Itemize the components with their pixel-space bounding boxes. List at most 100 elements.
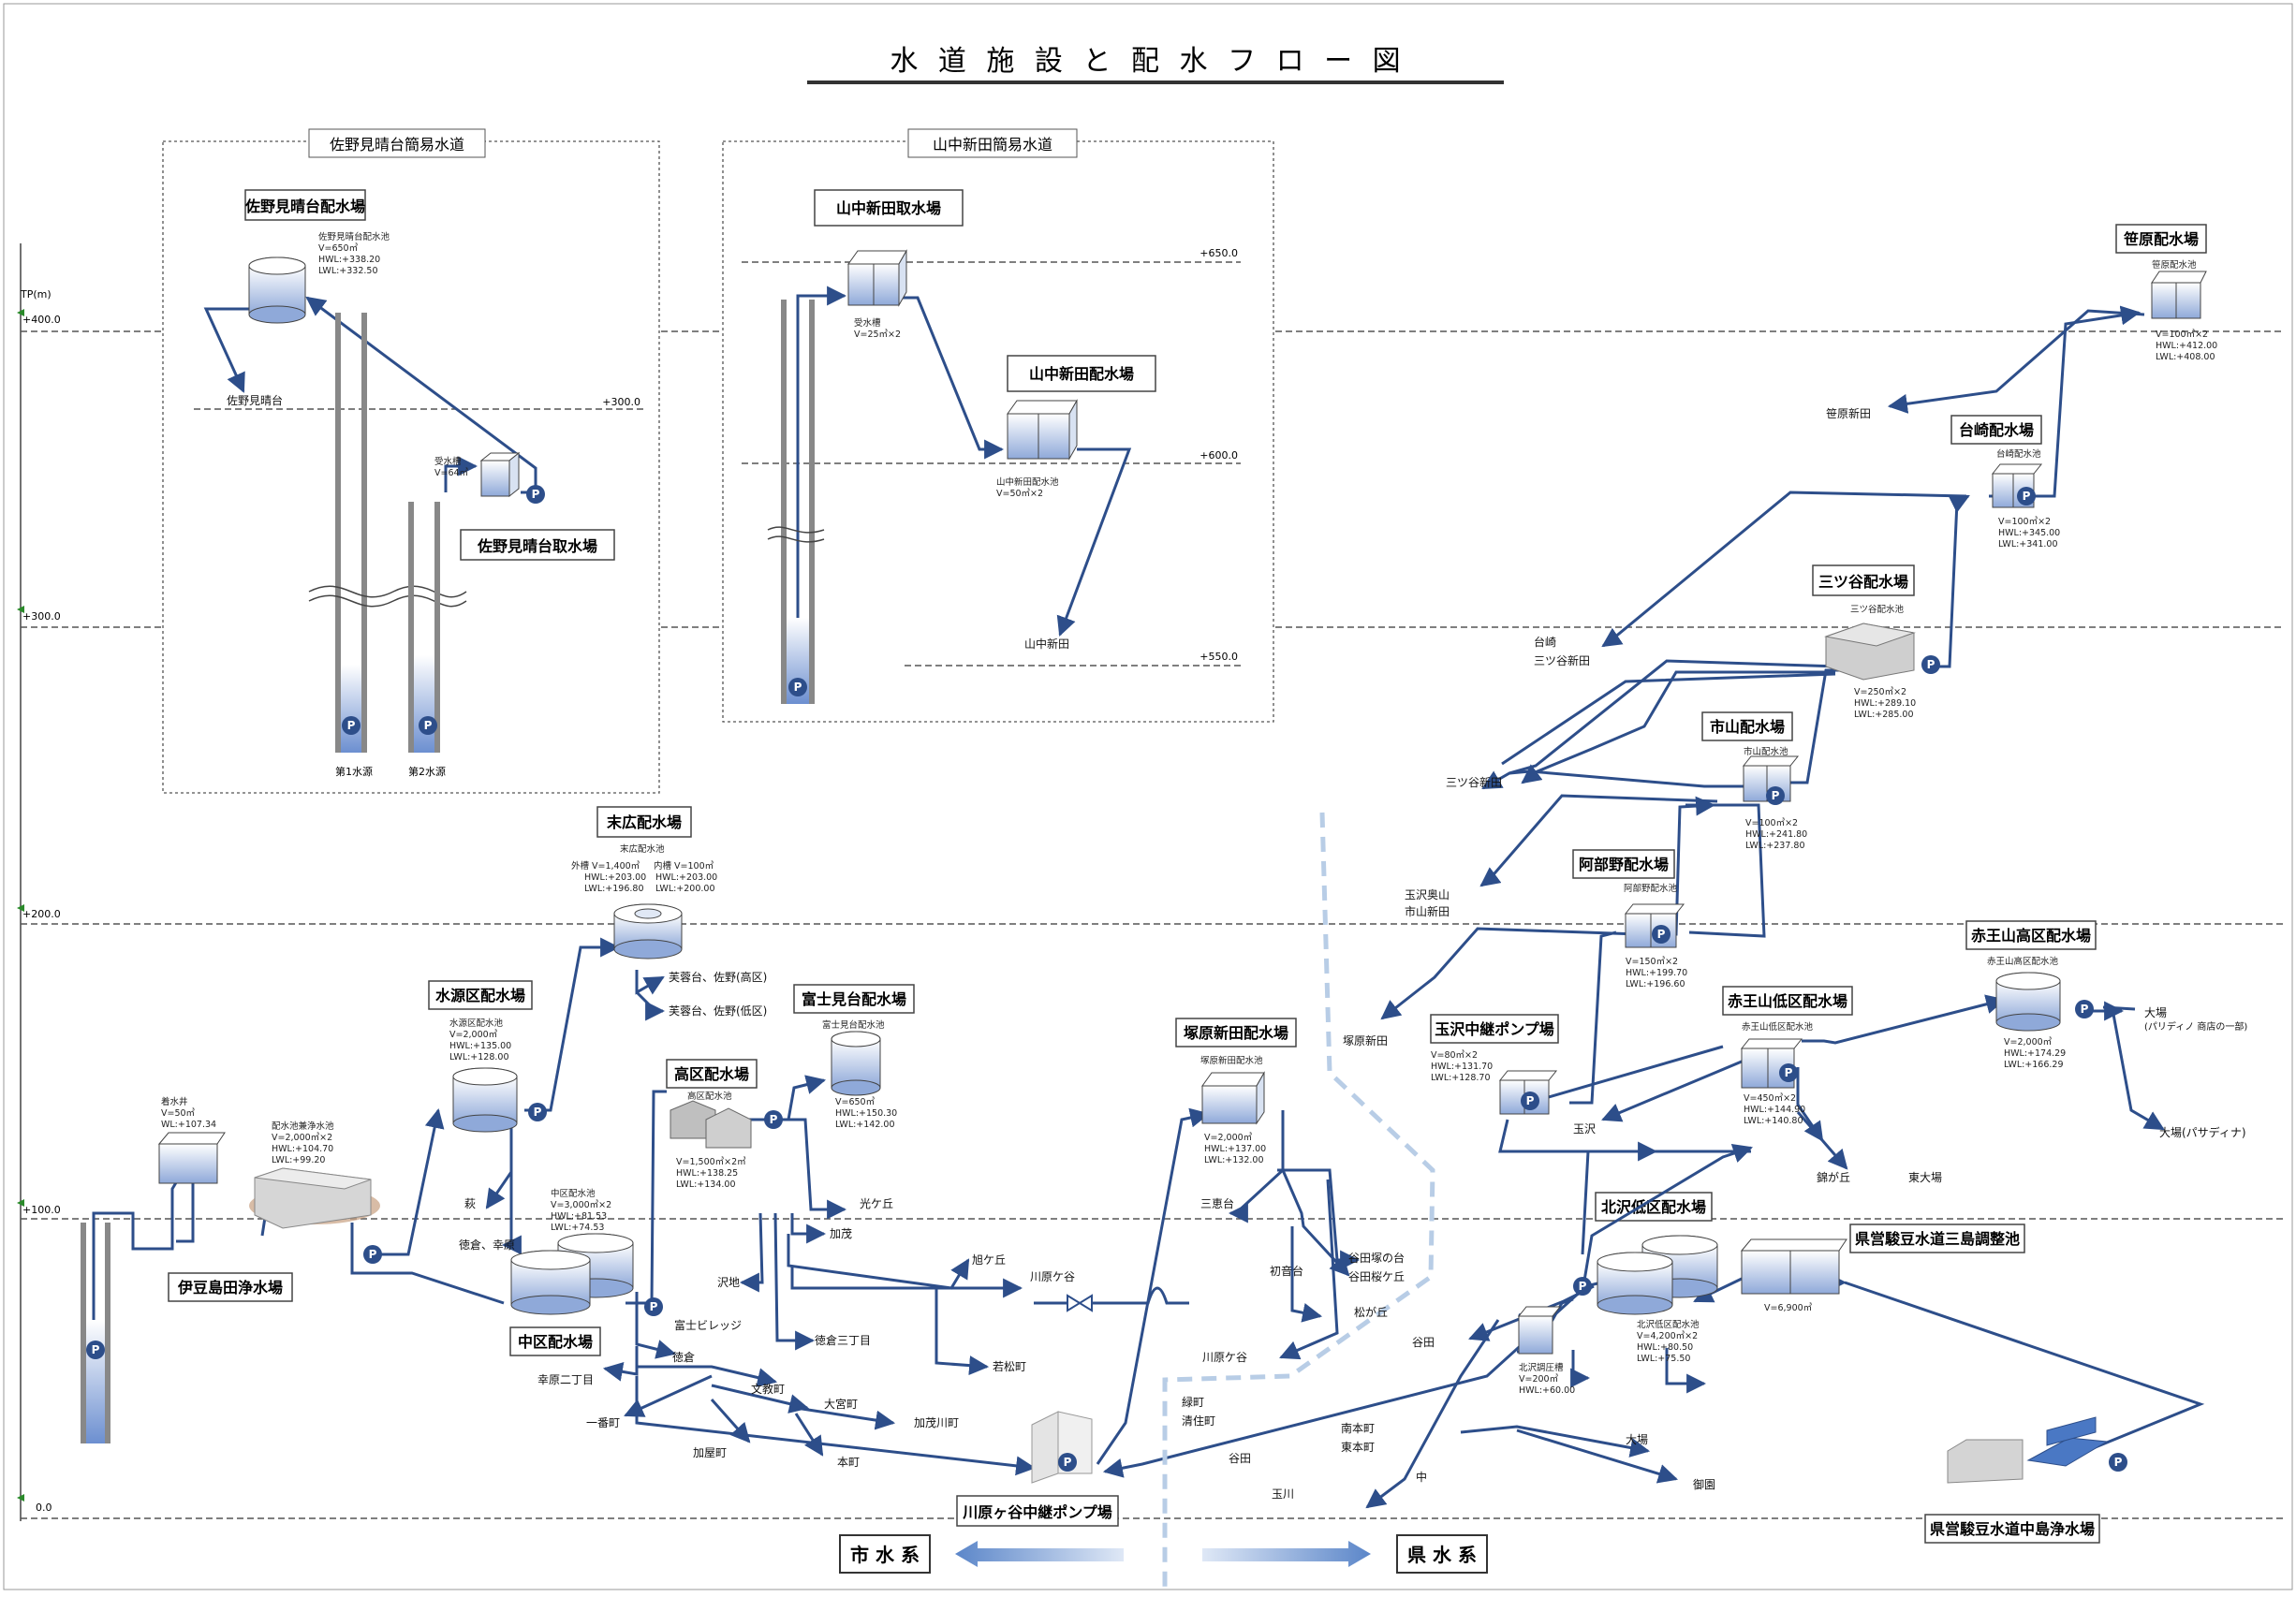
level-sano-300: +300.0 xyxy=(602,396,640,408)
svg-text:V=2,000㎥: V=2,000㎥ xyxy=(2004,1036,2053,1048)
label-chuku: 中区配水場 xyxy=(518,1333,593,1351)
label-daisaki: 台崎配水場 xyxy=(1959,421,2034,439)
svg-text:V=100㎥×2: V=100㎥×2 xyxy=(1998,516,2051,527)
svg-text:文教町: 文教町 xyxy=(751,1382,785,1396)
svg-text:HWL:+80.50: HWL:+80.50 xyxy=(1637,1342,1693,1353)
svg-text:LWL:+134.00: LWL:+134.00 xyxy=(676,1179,736,1190)
label-ichiyama: 市山配水場 xyxy=(1710,718,1785,736)
svg-text:HWL:+81.53: HWL:+81.53 xyxy=(551,1211,607,1222)
svg-text:V=64㎥: V=64㎥ xyxy=(434,467,469,478)
pump-mitsuya: P xyxy=(1921,655,1940,674)
svg-text:幸原二丁目: 幸原二丁目 xyxy=(537,1373,594,1386)
svg-text:末広配水池: 末広配水池 xyxy=(620,843,665,855)
svg-text:V=250㎥×2: V=250㎥×2 xyxy=(1854,686,1906,697)
svg-text:P: P xyxy=(2081,1003,2089,1016)
svg-text:V=450㎥×2: V=450㎥×2 xyxy=(1744,1092,1796,1104)
svg-text:山中新田配水池: 山中新田配水池 xyxy=(996,476,1059,488)
svg-text:錦が丘: 錦が丘 xyxy=(1817,1170,1850,1184)
pipes xyxy=(92,286,2205,1509)
svg-text:一番町: 一番町 xyxy=(586,1416,620,1429)
svg-text:LWL:+140.80: LWL:+140.80 xyxy=(1744,1116,1803,1126)
place-labels: 佐野見晴台 山中新田 芙蓉台、佐野(高区) 芙蓉台、佐野(低区) 萩 徳倉、幸原… xyxy=(227,393,2247,1501)
svg-text:V=100㎥×2: V=100㎥×2 xyxy=(2156,329,2208,340)
label-yamanaka-haisui: 山中新田配水場 xyxy=(1029,365,1134,383)
svg-text:芙蓉台、佐野(低区): 芙蓉台、佐野(低区) xyxy=(669,1004,767,1018)
svg-text:V=200㎥: V=200㎥ xyxy=(1519,1373,1559,1385)
svg-text:谷田塚の台: 谷田塚の台 xyxy=(1348,1251,1405,1265)
svg-text:中区配水池: 中区配水池 xyxy=(551,1188,596,1199)
svg-text:P: P xyxy=(1785,1066,1793,1079)
svg-text:V=650㎥: V=650㎥ xyxy=(318,242,359,254)
label-kitazawa: 北沢低区配水場 xyxy=(1601,1198,1706,1216)
svg-text:塚原新田配水池: 塚原新田配水池 xyxy=(1200,1055,1263,1066)
svg-text:玉沢: 玉沢 xyxy=(1573,1122,1596,1135)
svg-text:P: P xyxy=(2023,490,2031,503)
svg-text:LWL:+285.00: LWL:+285.00 xyxy=(1854,710,1914,720)
well-2-label: 第2水源 xyxy=(408,765,446,778)
svg-text:V=50㎥×2: V=50㎥×2 xyxy=(996,488,1043,499)
svg-text:HWL:+131.70: HWL:+131.70 xyxy=(1431,1062,1493,1072)
svg-text:大場: 大場 xyxy=(2144,1006,2167,1019)
svg-text:HWL:+345.00: HWL:+345.00 xyxy=(1998,528,2060,538)
well-1-label: 第1水源 xyxy=(335,765,373,778)
svg-text:谷田: 谷田 xyxy=(1412,1336,1435,1349)
tick-0: 0.0 xyxy=(36,1502,52,1514)
svg-text:LWL:+75.50: LWL:+75.50 xyxy=(1637,1354,1690,1364)
svg-text:LWL:+408.00: LWL:+408.00 xyxy=(2156,352,2215,362)
svg-text:HWL:+150.30: HWL:+150.30 xyxy=(835,1108,897,1119)
label-izushimada: 伊豆島田浄水場 xyxy=(177,1279,283,1297)
svg-text:P: P xyxy=(534,1106,542,1119)
svg-text:P: P xyxy=(92,1343,100,1356)
svg-text:LWL:+196.60: LWL:+196.60 xyxy=(1626,979,1685,989)
pump-abeno: P xyxy=(1652,925,1670,944)
kitazawa-regulating-tank xyxy=(1517,1306,1562,1355)
level-550: +550.0 xyxy=(1200,651,1238,663)
label-ken-nakajima: 県営駿豆水道中島浄水場 xyxy=(1930,1520,2095,1538)
svg-text:HWL:+104.70: HWL:+104.70 xyxy=(272,1144,333,1154)
svg-text:大宮町: 大宮町 xyxy=(824,1397,858,1411)
svg-text:LWL:+332.50: LWL:+332.50 xyxy=(318,266,378,276)
svg-text:内槽 V=100㎥: 内槽 V=100㎥ xyxy=(654,860,714,872)
svg-text:V=2,000㎥: V=2,000㎥ xyxy=(449,1029,498,1040)
svg-text:LWL:+196.80: LWL:+196.80 xyxy=(584,884,644,894)
mitsuya-building xyxy=(1824,623,1916,681)
svg-text:LWL:+200.00: LWL:+200.00 xyxy=(655,884,715,894)
pump-sano: P xyxy=(526,485,545,504)
pump-yamanaka: P xyxy=(788,678,807,696)
sano-group-title: 佐野見晴台簡易水道 xyxy=(330,136,464,154)
svg-text:富士見台配水池: 富士見台配水池 xyxy=(822,1019,885,1031)
izushimada-facility xyxy=(157,1132,380,1229)
svg-text:HWL:+199.70: HWL:+199.70 xyxy=(1626,968,1687,978)
svg-text:P: P xyxy=(1064,1456,1072,1469)
svg-text:赤王山高区配水池: 赤王山高区配水池 xyxy=(1987,956,2059,967)
svg-text:三ツ谷新田: 三ツ谷新田 xyxy=(1534,653,1590,667)
akao-high-pool-tank xyxy=(1995,972,2061,1032)
legend-pref: 県 水 系 xyxy=(1407,1544,1477,1566)
svg-text:谷田: 谷田 xyxy=(1229,1452,1251,1465)
svg-text:玉沢奥山: 玉沢奥山 xyxy=(1405,888,1450,901)
svg-text:受水槽: 受水槽 xyxy=(854,317,881,329)
svg-text:LWL:+166.29: LWL:+166.29 xyxy=(2004,1060,2064,1070)
svg-text:LWL:+128.00: LWL:+128.00 xyxy=(449,1052,509,1062)
svg-text:HWL:+135.00: HWL:+135.00 xyxy=(449,1041,511,1051)
label-suehiro: 末広配水場 xyxy=(607,813,682,831)
svg-text:山中新田: 山中新田 xyxy=(1024,637,1069,651)
level-600: +600.0 xyxy=(1200,449,1238,462)
svg-text:P: P xyxy=(369,1248,377,1261)
svg-text:P: P xyxy=(1772,789,1780,802)
svg-text:P: P xyxy=(770,1113,778,1126)
svg-text:川原ケ谷: 川原ケ谷 xyxy=(1030,1270,1075,1283)
svg-text:HWL:+203.00: HWL:+203.00 xyxy=(584,872,646,883)
svg-text:V=100㎥×2: V=100㎥×2 xyxy=(1745,817,1798,828)
sasahara-pool-tank xyxy=(2151,271,2207,319)
svg-text:加茂: 加茂 xyxy=(830,1227,852,1240)
svg-text:台崎配水池: 台崎配水池 xyxy=(1996,448,2041,460)
svg-text:萩: 萩 xyxy=(464,1197,476,1210)
svg-text:松が丘: 松が丘 xyxy=(1354,1305,1388,1319)
svg-text:台崎: 台崎 xyxy=(1534,635,1556,649)
label-sano-shusui: 佐野見晴台取水場 xyxy=(477,537,597,555)
svg-text:阿部野配水池: 阿部野配水池 xyxy=(1624,883,1678,894)
ken-nakajima-facility xyxy=(1947,1416,2109,1484)
pump-kitazawa: P xyxy=(1573,1277,1592,1296)
svg-text:LWL:+341.00: LWL:+341.00 xyxy=(1998,539,2058,549)
